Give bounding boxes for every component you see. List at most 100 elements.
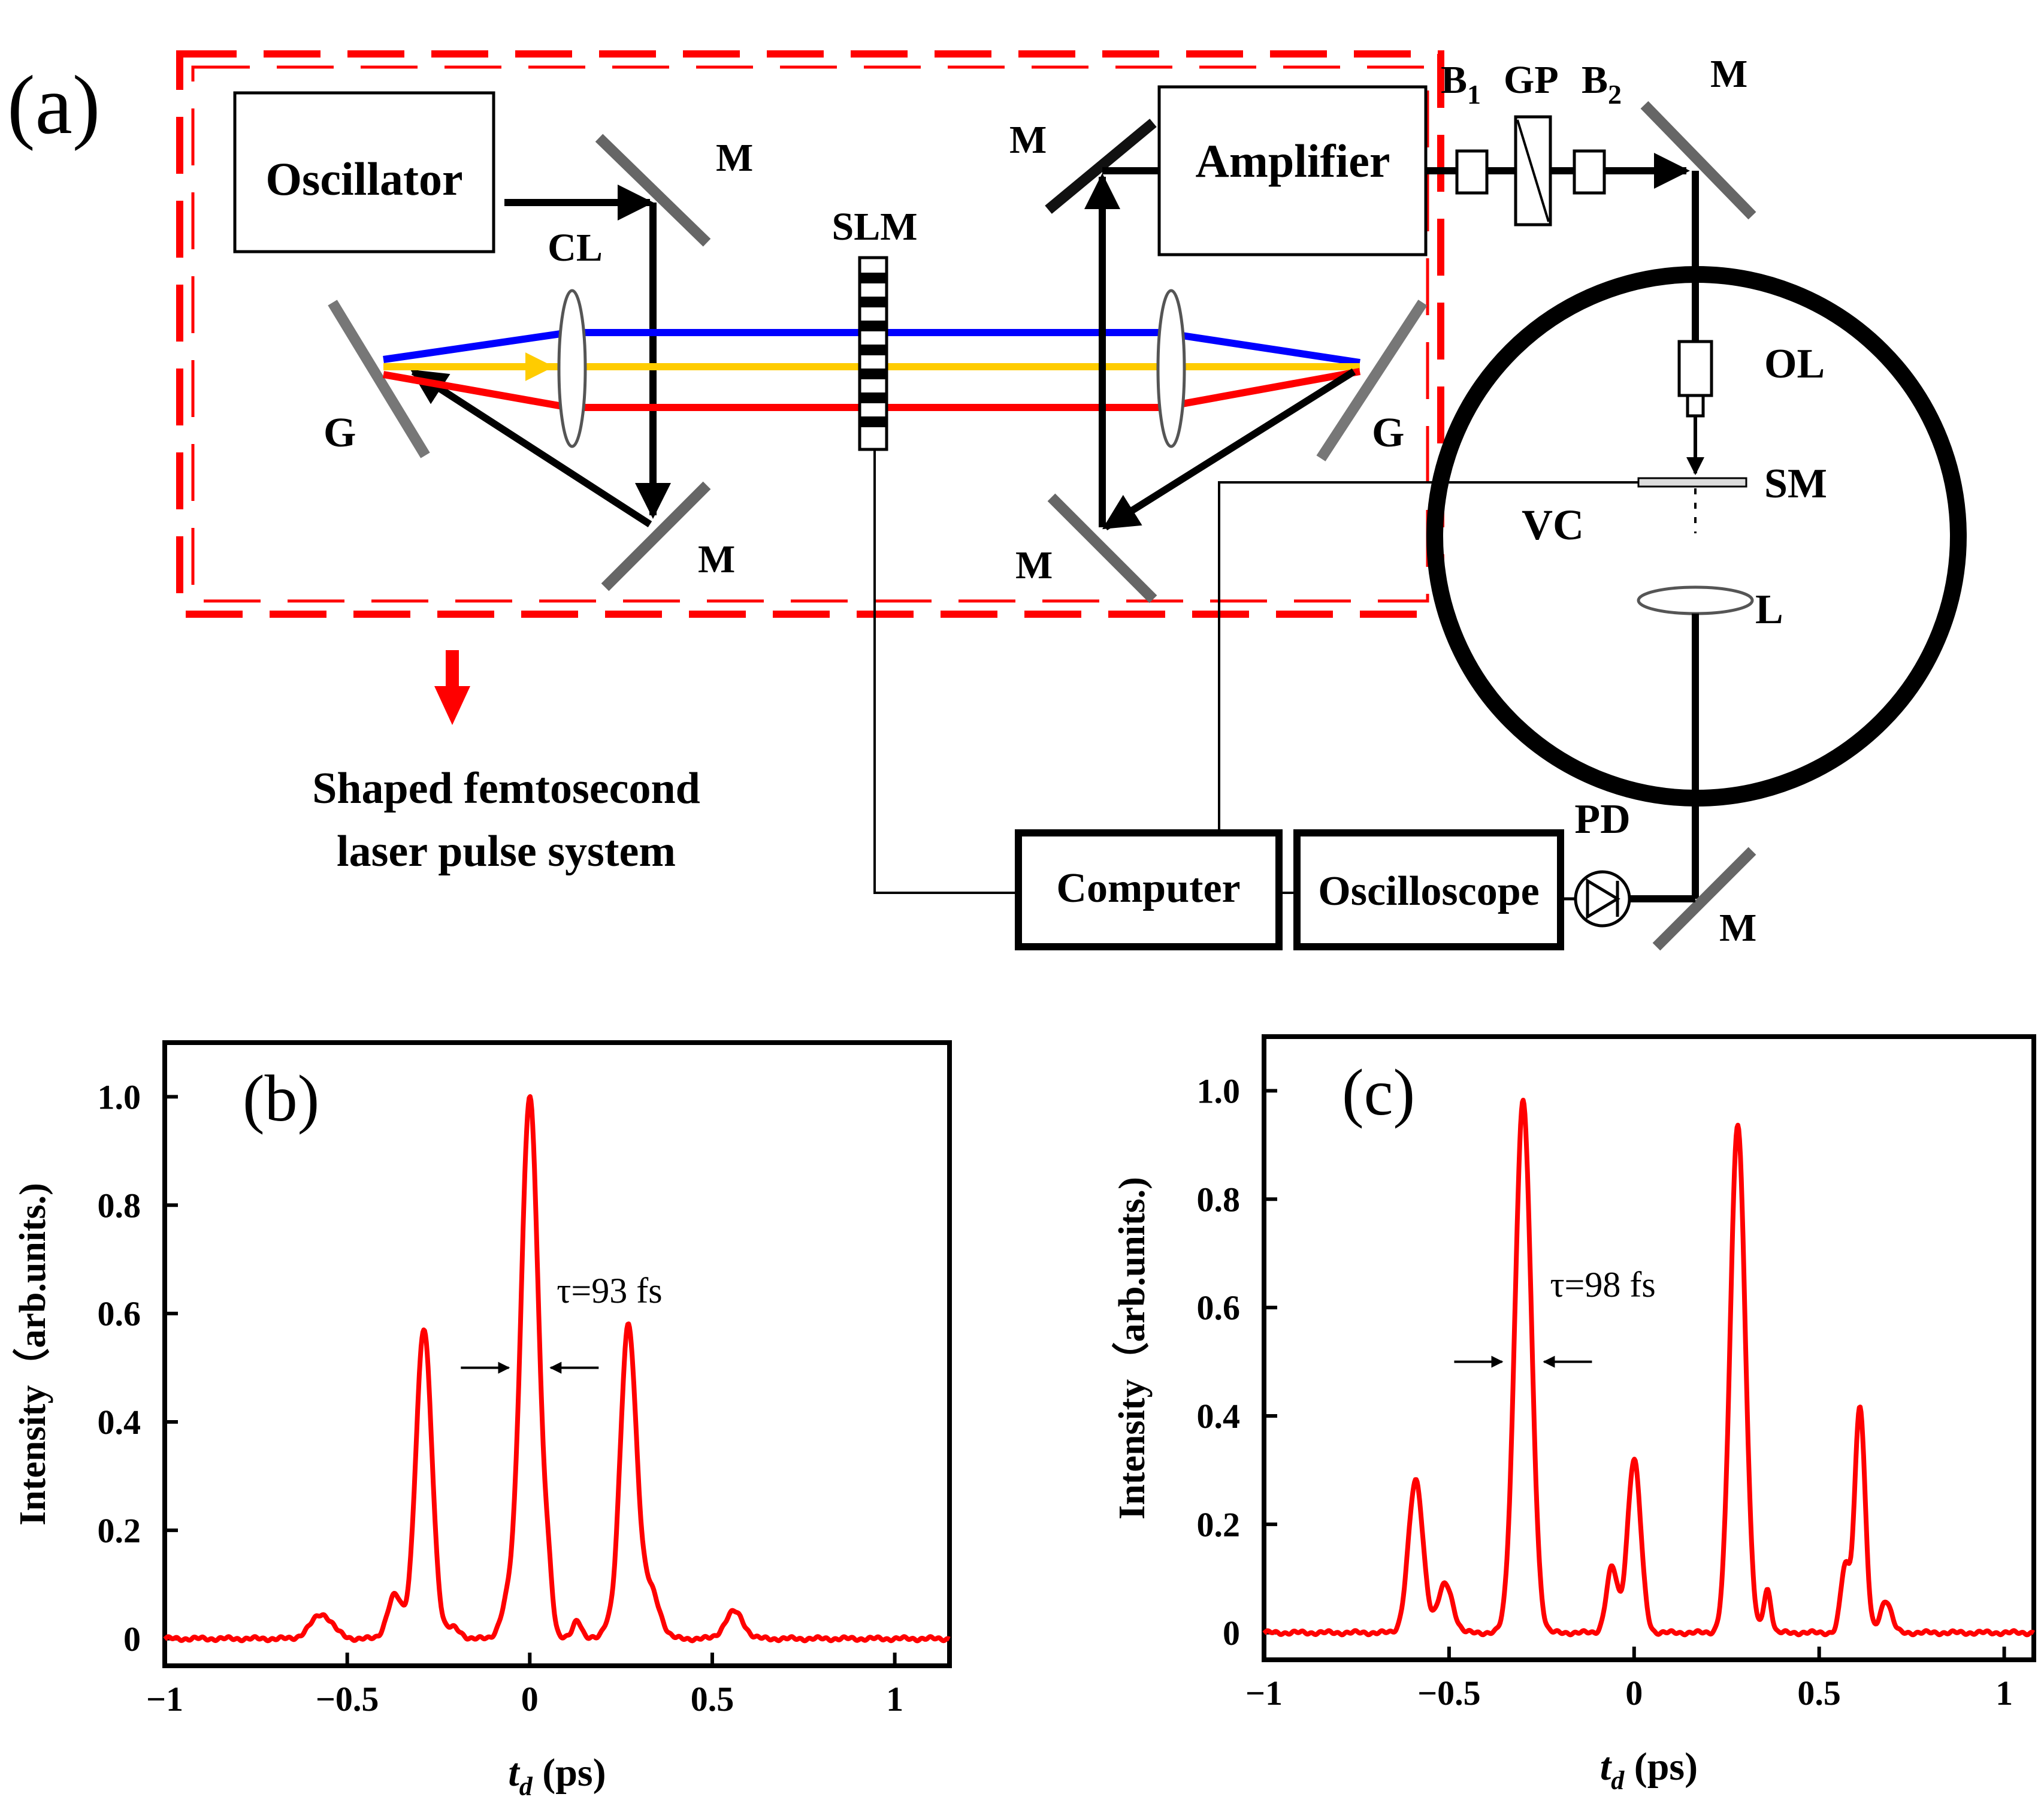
photodiode <box>1564 870 1631 928</box>
x-tick-label: 1 <box>1995 1674 2013 1713</box>
grating-left <box>328 300 430 458</box>
y-tick-label: 0.4 <box>1197 1397 1241 1436</box>
x-tick-label: 0 <box>521 1680 539 1719</box>
mirror-top-left <box>595 134 711 247</box>
y-tick-label: 0.2 <box>1197 1505 1241 1544</box>
sample-plate <box>1637 477 1747 488</box>
x-tick-label: −0.5 <box>316 1680 379 1719</box>
chart-panel-b: −1 −0.5 0 0.5 1 0 0.2 0.4 0.6 0.8 1.0Intensity（arb… <box>11 1040 952 1801</box>
amplifier-box <box>1157 85 1428 256</box>
lens-label: L <box>1755 587 1783 633</box>
data-series-line <box>163 1094 951 1644</box>
mirror-bottom-right <box>1047 493 1157 603</box>
y-tick-label: 0.4 <box>98 1403 141 1442</box>
mirror-label-3: M <box>1015 543 1053 587</box>
plot-frame <box>162 1040 952 1668</box>
beam-red-right-converge <box>1161 368 1361 411</box>
system-caption-line2: laser pulse system <box>337 827 676 876</box>
grating-label-left: G <box>323 410 356 456</box>
cyl-lens-left <box>557 289 587 448</box>
beam-blue-right-converge <box>1162 329 1360 366</box>
x-tick-label: 0.5 <box>1797 1674 1841 1713</box>
collection-lens <box>1637 585 1754 615</box>
mirror-bottom-left <box>601 481 711 591</box>
mirror-top-far-right <box>1640 101 1756 220</box>
oscilloscope-label: Oscilloscope <box>1318 868 1539 914</box>
sample-label: SM <box>1764 461 1827 507</box>
panel-a: (a) Oscillator Amplifier M M G <box>7 50 1967 951</box>
shaper-dashed-box <box>176 50 1444 618</box>
b1-label: B1 <box>1441 58 1481 110</box>
y-tick-label: 1.0 <box>98 1077 141 1116</box>
x-axis-label-sub: d <box>519 1772 533 1801</box>
slm-label: SLM <box>831 205 917 249</box>
x-axis-label: td (ps) <box>508 1751 606 1801</box>
panel-tag: (c) <box>1342 1056 1415 1129</box>
y-axis-label: Intensity（arb.units.) <box>11 1183 53 1526</box>
panel-tag: (b) <box>243 1062 319 1135</box>
y-tick-label: 0.6 <box>1197 1288 1241 1327</box>
b1-element <box>1455 149 1489 195</box>
b2-element <box>1573 149 1606 195</box>
computer-box <box>1015 829 1283 950</box>
y-tick-label: 0.8 <box>98 1186 141 1225</box>
computer-label: Computer <box>1056 865 1240 911</box>
beam-red-left-diverge <box>382 371 570 411</box>
mirror-top-right <box>1045 119 1157 214</box>
wire-slm-computer <box>873 449 1018 894</box>
grating-right <box>1316 300 1428 461</box>
mirror-label-4: M <box>1009 118 1047 162</box>
mirror-label-1: M <box>716 136 753 180</box>
mirror-label-6: M <box>1719 906 1756 950</box>
x-tick-label: 1 <box>886 1680 903 1719</box>
y-tick-label: 0.2 <box>98 1511 141 1550</box>
plot-frame <box>1262 1034 2036 1662</box>
beam-grating-to-mirror <box>1102 368 1356 531</box>
grating-label-right: G <box>1372 410 1404 456</box>
x-tick-label: 0.5 <box>691 1680 734 1719</box>
y-axis-label: Intensity（arb.units.) <box>1111 1177 1153 1520</box>
objective-label: OL <box>1764 341 1825 387</box>
mirror-bottom-far-right <box>1652 847 1756 951</box>
x-axis-label-sub: d <box>1611 1766 1625 1795</box>
x-axis-label: td (ps) <box>1600 1745 1698 1795</box>
mirror-label-5: M <box>1710 52 1747 96</box>
panel-a-tag: (a) <box>7 59 100 152</box>
shaper-indicator-arrow <box>434 650 470 725</box>
x-tick-label: 0 <box>1625 1674 1643 1713</box>
shaper-dashed-box-inner <box>191 65 1429 603</box>
x-tick-label: −0.5 <box>1417 1674 1481 1713</box>
photodiode-label: PD <box>1574 796 1630 842</box>
fwhm-annotation: τ=98 fs <box>1550 1265 1655 1304</box>
gp-label: GP <box>1504 58 1559 102</box>
cyl-lens-label: CL <box>548 226 603 270</box>
oscilloscope-box <box>1293 829 1564 950</box>
x-tick-label: −1 <box>146 1680 183 1719</box>
mirror-label-2: M <box>698 537 735 581</box>
fwhm-annotation: τ=93 fs <box>557 1271 662 1310</box>
wire-computer-sample <box>1218 481 1638 833</box>
system-caption-line1: Shaped femtosecond <box>312 764 700 813</box>
x-tick-label: −1 <box>1245 1674 1283 1713</box>
y-tick-label: 1.0 <box>1197 1071 1241 1110</box>
beam-blue-left-diverge <box>383 329 570 363</box>
oscillator-box <box>233 91 495 253</box>
b2-label: B2 <box>1582 58 1622 110</box>
y-tick-label: 0 <box>123 1620 141 1659</box>
x-axis-label-main: t <box>1600 1745 1612 1789</box>
amplifier-label: Amplifier <box>1196 135 1390 187</box>
glan-prism <box>1514 115 1552 226</box>
x-axis-label-unit: (ps) <box>533 1751 606 1795</box>
slm-element <box>858 256 888 451</box>
cyl-lens-right <box>1156 289 1186 448</box>
x-axis-label-unit: (ps) <box>1624 1745 1698 1789</box>
x-axis-label-main: t <box>508 1751 520 1795</box>
y-tick-label: 0.6 <box>98 1294 141 1333</box>
data-series-line <box>1262 1098 2036 1638</box>
vacuum-chamber-label: VC <box>1522 501 1584 549</box>
y-tick-label: 0 <box>1223 1614 1240 1653</box>
oscillator-label: Oscillator <box>265 153 462 205</box>
